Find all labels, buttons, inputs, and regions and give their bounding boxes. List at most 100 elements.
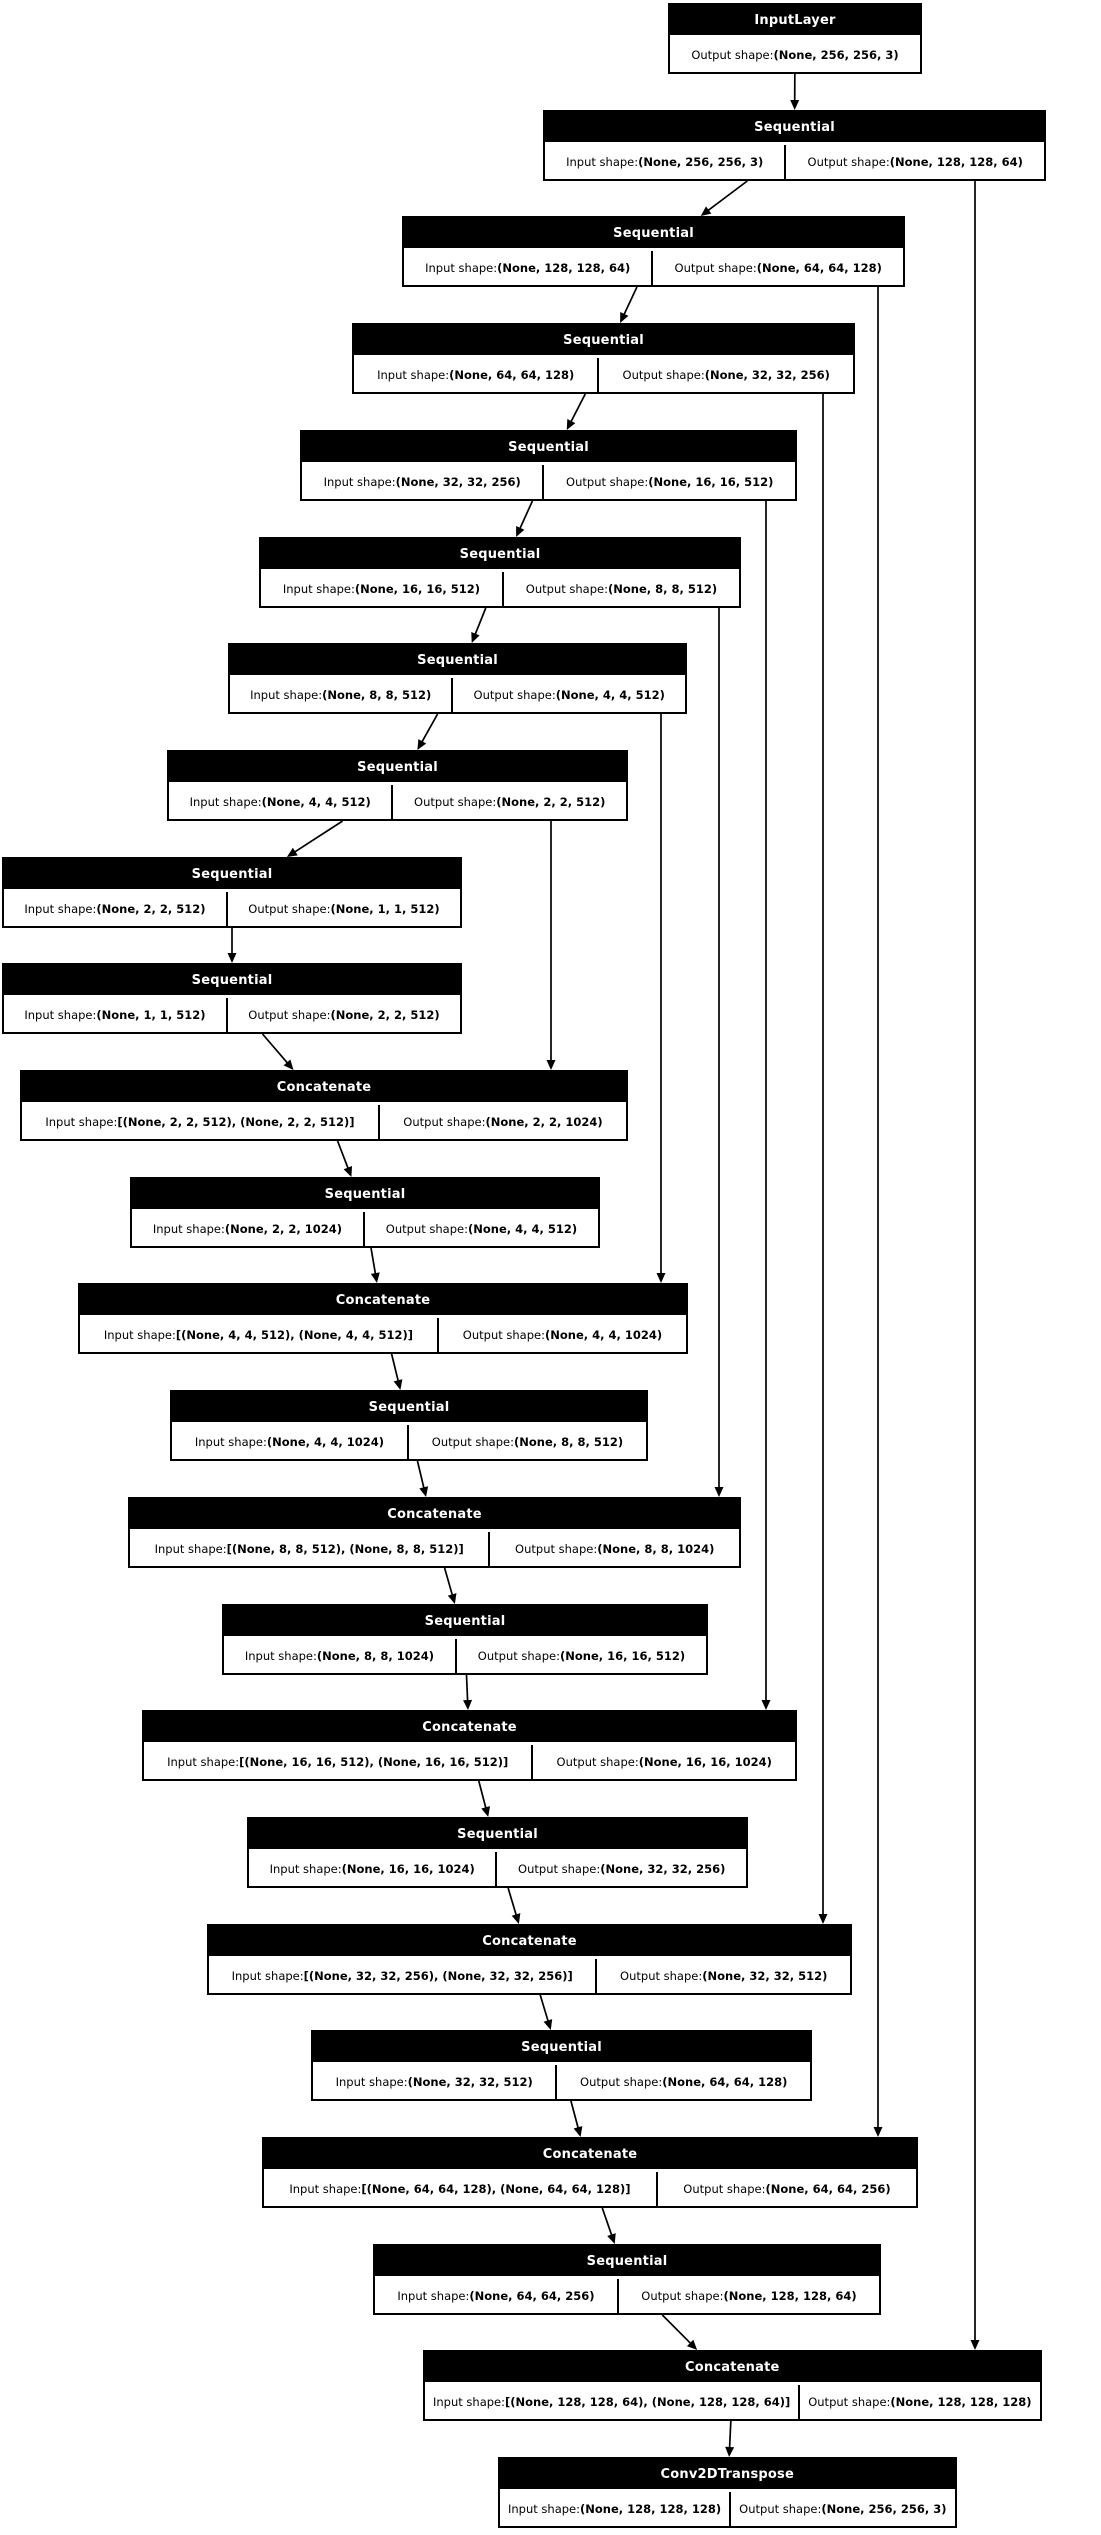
output-shape-cell: Output shape: (None, 8, 8, 1024) — [488, 1532, 740, 1566]
input-shape-cell: Input shape: (None, 4, 4, 1024) — [172, 1425, 407, 1459]
node-title: Sequential — [132, 1179, 598, 1209]
shape-value: (None, 128, 128, 128) — [890, 2395, 1032, 2409]
shape-label: Input shape: — [45, 1115, 118, 1129]
shape-label: Output shape: — [691, 48, 774, 62]
shape-value: (None, 8, 8, 512) — [322, 688, 432, 702]
node-title: Sequential — [172, 1392, 646, 1422]
shape-label: Output shape: — [808, 2395, 891, 2409]
input-shape-cell: Input shape: (None, 64, 64, 256) — [375, 2279, 617, 2313]
output-shape-cell: Output shape: (None, 32, 32, 512) — [595, 1959, 850, 1993]
edge-line — [601, 2207, 613, 2237]
shape-label: Output shape: — [431, 1435, 514, 1449]
shape-label: Output shape: — [641, 2289, 724, 2303]
node-shape-row: Input shape: [(None, 16, 16, 512), (None… — [144, 1745, 795, 1779]
shape-value: (None, 256, 256, 3) — [638, 155, 764, 169]
shape-label: Output shape: — [525, 582, 608, 596]
shape-value: (None, 2, 2, 1024) — [224, 1222, 343, 1236]
output-shape-cell: Output shape: (None, 16, 16, 1024) — [531, 1745, 795, 1779]
output-shape-cell: Output shape: (None, 2, 2, 1024) — [377, 1105, 627, 1139]
shape-label: Input shape: — [323, 475, 396, 489]
shape-value: (None, 64, 64, 256) — [765, 2182, 891, 2196]
shape-value: (None, 32, 32, 256) — [600, 1862, 726, 1876]
node-title: Sequential — [313, 2032, 810, 2062]
arrowhead-icon — [725, 2446, 735, 2457]
arrowhead-icon — [543, 2019, 553, 2030]
shape-label: Input shape: — [269, 1862, 342, 1876]
shape-value: (None, 8, 8, 512) — [513, 1435, 624, 1449]
shape-value: (None, 64, 64, 128) — [662, 2075, 788, 2089]
node-title: Sequential — [545, 112, 1044, 142]
shape-label: Input shape: — [152, 1222, 225, 1236]
node-title: Sequential — [375, 2246, 879, 2276]
input-shape-cell: Input shape: [(None, 128, 128, 64), (Non… — [425, 2385, 799, 2419]
output-shape-cell: Output shape: (None, 128, 128, 64) — [784, 145, 1045, 179]
output-shape-cell: Output shape: (None, 2, 2, 512) — [391, 785, 627, 819]
output-shape-cell: Output shape: (None, 2, 2, 512) — [225, 998, 461, 1032]
input-shape-cell: Input shape: (None, 16, 16, 1024) — [249, 1852, 496, 1886]
arrowhead-icon — [286, 847, 298, 857]
shape-value: (None, 1, 1, 512) — [330, 902, 440, 916]
edge-line — [473, 607, 487, 636]
input-shape-cell: Input shape: (None, 64, 64, 128) — [354, 358, 598, 392]
shape-value: (None, 64, 64, 128) — [449, 368, 575, 382]
shape-value: (None, 8, 8, 1024) — [597, 1542, 715, 1556]
arrowhead-icon — [656, 1273, 666, 1283]
edge-line — [261, 1033, 289, 1065]
arrowhead-icon — [370, 1272, 380, 1283]
node-shape-row: Input shape: (None, 1, 1, 512)Output sha… — [4, 998, 461, 1032]
node-title: Concatenate — [22, 1072, 626, 1102]
shape-label: Input shape: — [189, 795, 262, 809]
output-shape-cell: Output shape: (None, 32, 32, 256) — [495, 1852, 747, 1886]
node-shape-row: Input shape: (None, 4, 4, 1024)Output sh… — [172, 1425, 647, 1459]
arrowhead-icon — [873, 2127, 883, 2137]
shape-value: (None, 32, 32, 256) — [395, 475, 521, 489]
node-shape-row: Input shape: (None, 16, 16, 512) Output s… — [261, 572, 740, 606]
output-shape-cell: Output shape: (None, 8, 8, 512) — [406, 1425, 647, 1459]
input-shape-cell: Input shape: [(None, 32, 32, 256), (None… — [209, 1959, 596, 1993]
node-shape-row: Input shape: [(None, 128, 128, 64), (Non… — [425, 2385, 1040, 2419]
input-shape-cell: Input shape: (None, 16, 16, 512) — [261, 572, 502, 606]
shape-value: (None, 4, 4, 1024) — [544, 1328, 663, 1342]
input-shape-cell: Input shape: (None, 8, 8, 1024) — [224, 1639, 455, 1673]
arrowhead-icon — [393, 1379, 403, 1390]
input-shape-cell: Input shape: [(None, 16, 16, 512), (None… — [144, 1745, 532, 1779]
edge-line — [518, 500, 534, 531]
arrowhead-icon — [790, 99, 800, 110]
shape-value: (None, 2, 2, 512) — [496, 795, 606, 809]
shape-label: Input shape: — [154, 1542, 227, 1556]
shape-value: (None, 128, 128, 128) — [580, 2502, 722, 2516]
output-shape-cell: Output shape: (None, 32, 32, 256) — [597, 358, 854, 392]
shape-value: [(None, 64, 64, 128), (None, 64, 64, 128… — [361, 2182, 631, 2196]
shape-label: Output shape: — [807, 155, 890, 169]
shape-value: [(None, 32, 32, 256), (None, 32, 32, 256… — [303, 1969, 573, 1983]
edge-line — [706, 180, 748, 212]
shape-label: Input shape: — [231, 1969, 304, 1983]
shape-label: Output shape: — [580, 2075, 663, 2089]
shape-value: (None, 2, 2, 512) — [330, 1008, 440, 1022]
shape-value: (None, 16, 16, 1024) — [341, 1862, 475, 1876]
arrowhead-icon — [419, 1486, 429, 1497]
node-title: Concatenate — [144, 1712, 795, 1742]
shape-label: Output shape: — [622, 368, 705, 382]
node-title: Sequential — [169, 752, 626, 782]
input-shape-cell: Input shape: (None, 128, 128, 128) — [500, 2492, 730, 2526]
input-shape-cell: Input shape: (None, 1, 1, 512) — [4, 998, 226, 1032]
edge-line — [477, 1780, 488, 1810]
shape-label: Input shape: — [244, 1649, 317, 1663]
shape-value: [(None, 2, 2, 512), (None, 2, 2, 512)] — [117, 1115, 355, 1129]
shape-value: [(None, 8, 8, 512), (None, 8, 8, 512)] — [226, 1542, 464, 1556]
shape-value: (None, 16, 16, 1024) — [638, 1755, 772, 1769]
output-shape-cell: Output shape: (None, 16, 16, 512) — [542, 465, 796, 499]
node-title: Sequential — [4, 859, 460, 889]
input-shape-cell: Input shape: (None, 256, 256, 3) — [545, 145, 785, 179]
shape-label: Output shape: — [385, 1222, 468, 1236]
shape-label: Output shape: — [556, 1755, 639, 1769]
arrowhead-icon — [463, 1699, 473, 1710]
